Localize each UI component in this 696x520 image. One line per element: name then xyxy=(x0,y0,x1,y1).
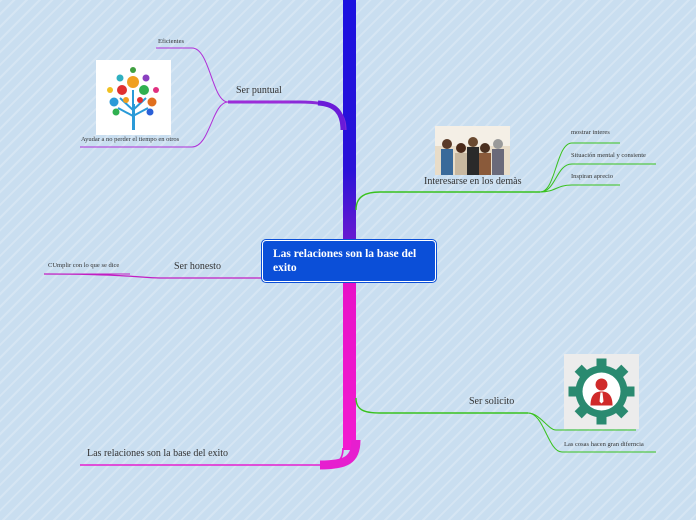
group-photo xyxy=(435,126,510,175)
subtopic-ayudar[interactable]: Ayudar a no perder el tiempo en otros xyxy=(81,137,179,144)
trunk-bottom xyxy=(343,282,356,450)
topic-bottom-relaciones[interactable]: Las relaciones son la base del exito xyxy=(87,449,228,459)
subtopic-mostrar-interes[interactable]: mostrar interes xyxy=(571,130,610,137)
topic-ser-puntual[interactable]: Ser puntual xyxy=(236,86,282,96)
tree-icon xyxy=(96,60,171,135)
topic-interesarse[interactable]: Interesarse en los demàs xyxy=(424,177,521,187)
gear-person-icon xyxy=(564,354,639,429)
branch-interesarse xyxy=(356,192,540,210)
subtopic-eficientes[interactable]: Eficientes xyxy=(158,39,184,46)
topic-ser-honesto[interactable]: Ser honesto xyxy=(174,262,221,272)
branch-ser-honesto xyxy=(44,274,262,278)
topic-ser-solicito[interactable]: Ser solicito xyxy=(469,397,514,407)
central-topic[interactable]: Las relaciones son la base del exito xyxy=(262,240,436,282)
subtopic-cosas-diferencia[interactable]: Las cosas hacen gran diferncia xyxy=(564,442,644,449)
subtopic-cumplir[interactable]: CUmplir con lo que se dice xyxy=(48,263,119,270)
subtopic-situacion-mental[interactable]: Situación mental y consiente xyxy=(571,153,646,160)
subtopic-inspiran-aprecio[interactable]: Inspiran aprecio xyxy=(571,174,613,181)
